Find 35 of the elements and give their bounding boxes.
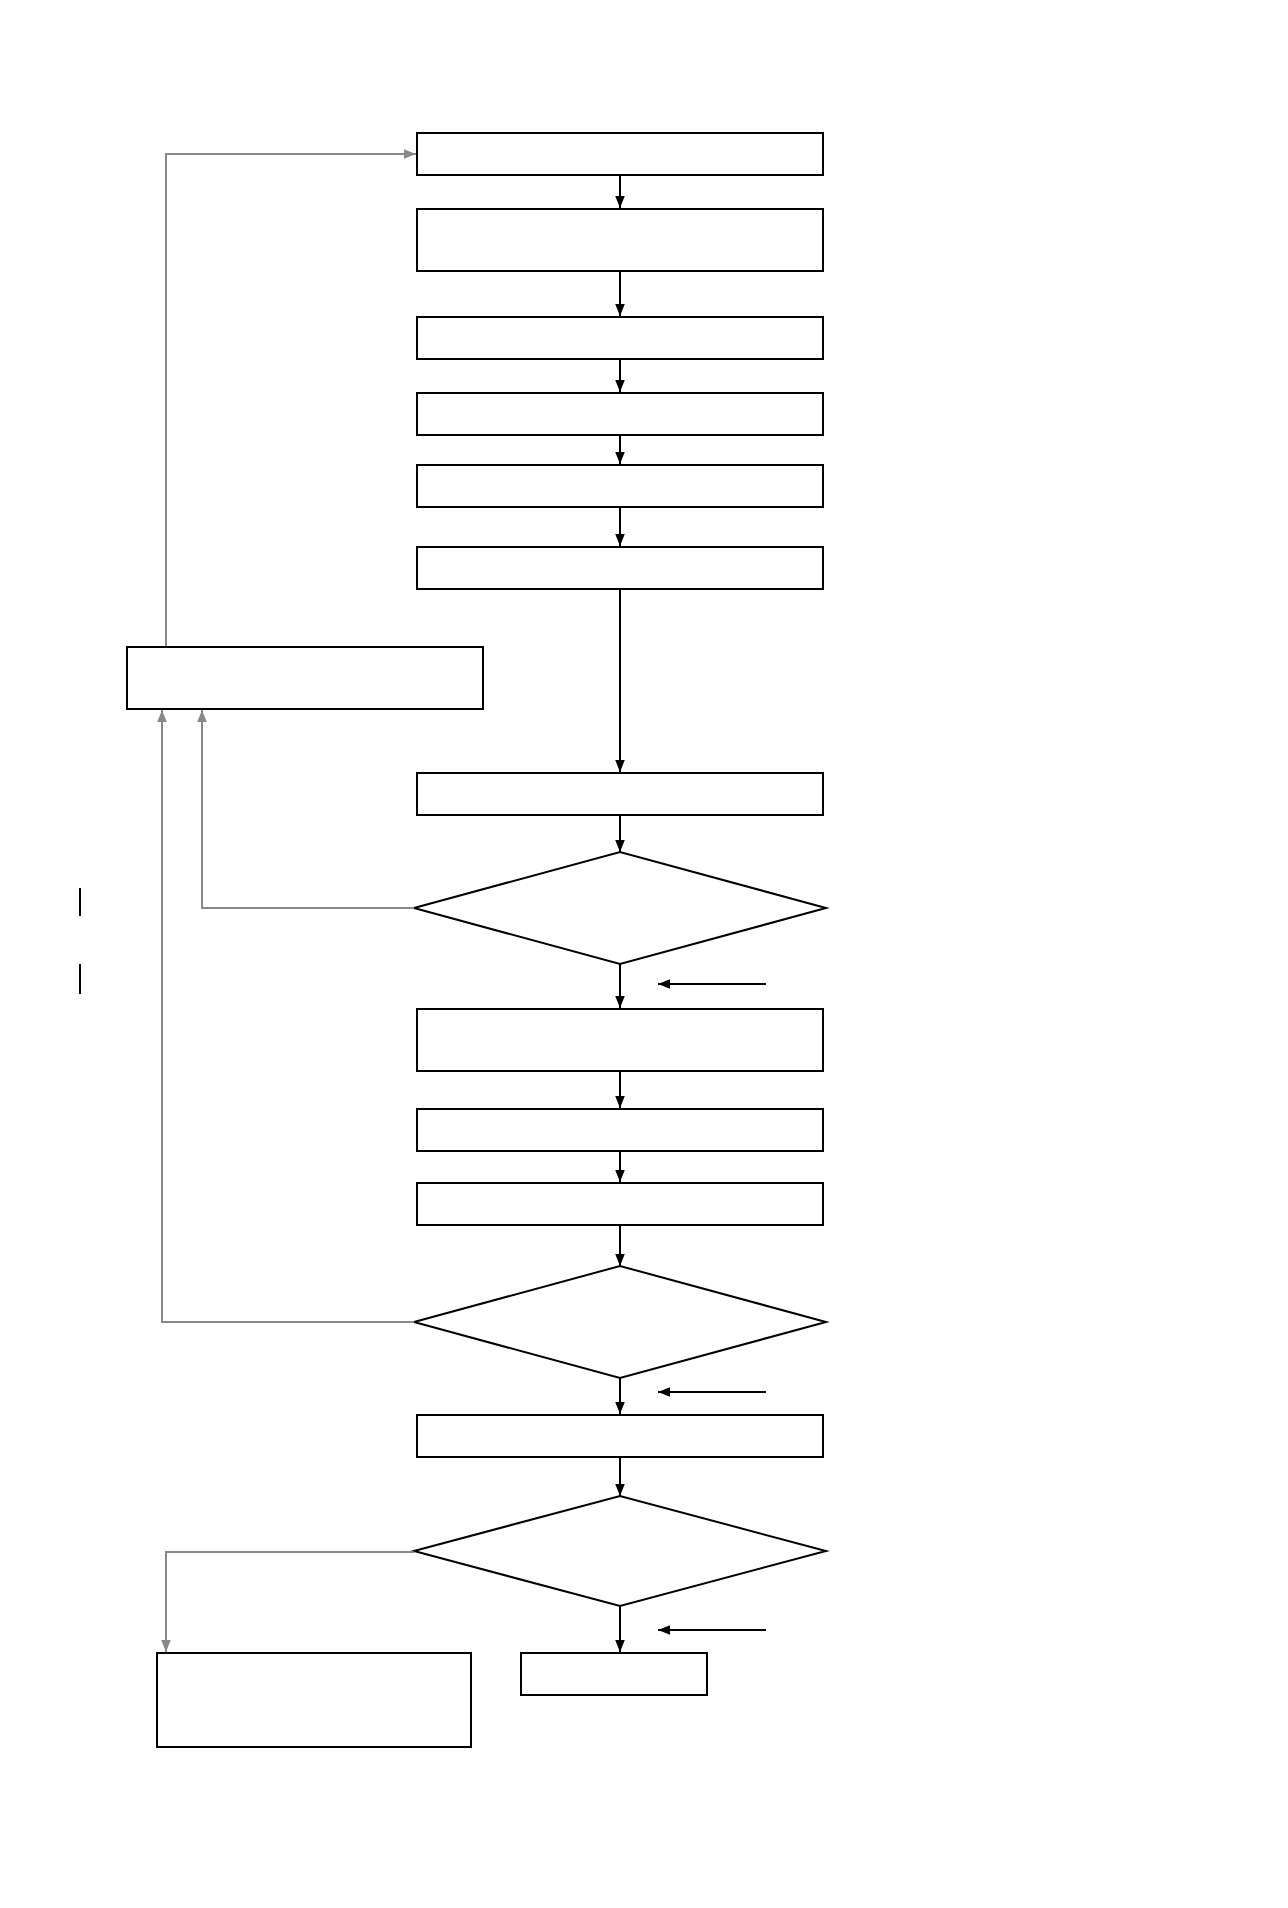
arrow [615,1457,625,1497]
arrow [615,359,625,393]
process-box [416,392,824,436]
process-box [126,646,484,710]
process-box [416,1108,824,1152]
process-box [520,1652,708,1696]
process-box [416,132,824,176]
process-box [416,1414,824,1458]
arrow [615,507,625,547]
process-box [156,1652,472,1748]
decision-diamond [414,1266,826,1378]
arrow [615,1605,625,1653]
arrow [615,1225,625,1267]
process-box [416,546,824,590]
arrow [615,1071,625,1109]
process-box [416,208,824,272]
process-box [416,464,824,508]
arrow [615,1377,625,1415]
arrow [615,963,625,1009]
arrow [161,1551,415,1653]
arrow [615,589,625,773]
process-box [416,772,824,816]
arrow [615,271,625,317]
decision-diamond [414,1496,826,1606]
arrow [615,435,625,465]
arrow [615,1151,625,1183]
arrow [165,149,417,647]
process-box [416,316,824,360]
process-box [416,1182,824,1226]
arrow [615,175,625,209]
arrow [615,815,625,853]
arrow [157,709,415,1323]
arrow [197,709,415,909]
process-box [416,1008,824,1072]
decision-diamond [414,852,826,964]
